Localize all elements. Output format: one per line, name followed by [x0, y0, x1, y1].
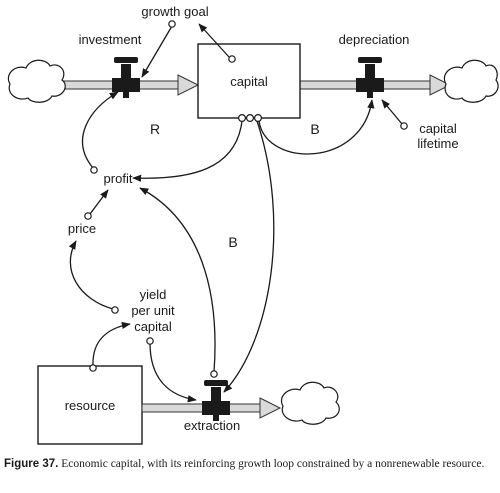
capital-stock-label: capital	[230, 74, 268, 89]
yield-to-price-origin	[111, 306, 119, 314]
extraction-sink-cloud-icon	[280, 381, 340, 425]
capital-to-depreciation-link	[258, 99, 375, 155]
depreciation-label: depreciation	[339, 32, 410, 47]
growth-goal-label: growth goal	[141, 4, 208, 19]
balancing-loop-extraction-label: B	[228, 234, 237, 250]
yield-label-line3: capital	[134, 319, 172, 334]
investment-label: investment	[79, 32, 142, 47]
resource-to-yield-link	[92, 321, 131, 367]
source-cloud-icon	[7, 59, 66, 103]
yield-to-price-link	[68, 240, 114, 310]
extraction-to-profit-link	[139, 187, 216, 373]
caption-text: Economic capital, with its reinforcing g…	[61, 458, 485, 470]
growth-goal-to-investment-link	[141, 25, 173, 78]
capital-to-extraction-link	[223, 120, 275, 393]
capital-output-circle-1	[238, 113, 247, 122]
yield-label-line2: per unit	[131, 303, 175, 318]
yield-to-extraction-link	[149, 342, 197, 403]
capital-lifetime-label-line1: capital	[419, 121, 457, 136]
growth-goal-link	[198, 23, 230, 58]
investment-flow-arrow	[177, 74, 200, 96]
reinforcing-loop-label: R	[150, 121, 160, 137]
lifetime-to-depreciation-link	[381, 99, 403, 125]
price-to-profit-link	[89, 189, 109, 215]
profit-to-investment-link	[82, 91, 119, 169]
capital-stock	[197, 43, 301, 119]
figure-label: Figure 37.	[4, 458, 59, 470]
yield-label-line1: yield	[140, 287, 167, 302]
growth-goal-origin	[168, 20, 176, 28]
capital-output-circle-2	[246, 113, 255, 122]
price-origin	[84, 212, 92, 220]
depreciation-valve-icon	[356, 57, 384, 98]
extraction-to-profit-origin	[210, 370, 218, 378]
extraction-label: extraction	[184, 418, 240, 433]
extraction-flow-arrow	[259, 397, 282, 419]
sink-cloud-icon	[443, 59, 499, 103]
profit-label: profit	[104, 171, 133, 186]
figure-caption: Figure 37. Economic capital, with its re…	[4, 457, 496, 472]
price-label: price	[68, 221, 96, 236]
capital-output-circle-3	[254, 113, 263, 122]
capital-to-profit-link	[132, 120, 243, 182]
capital-lifetime-label-line2: lifetime	[417, 136, 458, 151]
depreciation-flow-arrow	[429, 74, 452, 96]
stock-flow-diagram: capital investment depreciation growth g…	[7, 4, 499, 445]
resource-stock	[37, 365, 143, 445]
profit-origin	[90, 166, 98, 174]
resource-origin	[89, 364, 97, 372]
balancing-loop-depreciation-label: B	[310, 121, 319, 137]
lifetime-origin	[400, 122, 408, 130]
resource-stock-label: resource	[65, 398, 116, 413]
investment-valve-icon	[112, 57, 140, 98]
extraction-valve-icon	[202, 380, 230, 421]
yield-to-extraction-origin	[146, 337, 154, 345]
capital-to-growth-goal-origin	[228, 55, 236, 63]
